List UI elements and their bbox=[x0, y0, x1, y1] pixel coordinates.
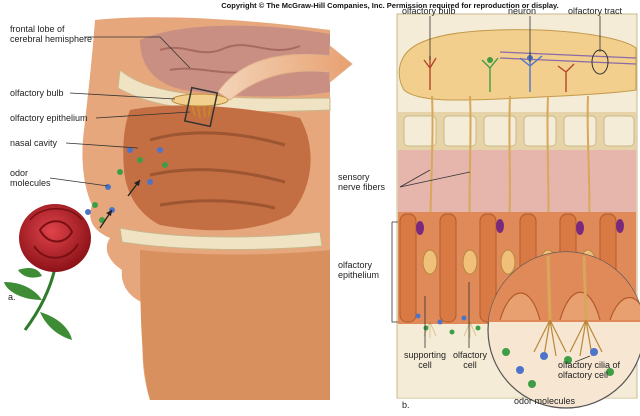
label-odor-molecules-b: odor molecules bbox=[514, 396, 576, 406]
purple-nuclei bbox=[416, 219, 624, 235]
rose bbox=[4, 204, 91, 340]
label-olfactory-bulb-a: olfactory bulb bbox=[10, 88, 64, 98]
zoom-arrow bbox=[217, 44, 353, 101]
odor-molecules-b-left bbox=[415, 313, 481, 335]
skull-bone bbox=[117, 69, 331, 113]
rose-bloom bbox=[19, 204, 91, 272]
panel-b-letter: b. bbox=[402, 400, 410, 410]
label-neuron: neuron bbox=[508, 6, 537, 16]
label-supporting-cell: supporting cell bbox=[403, 350, 447, 370]
label-olfactory-bulb-b: olfactory bulb bbox=[402, 6, 456, 16]
epithelium-detail bbox=[396, 13, 640, 409]
olfactory-cell-dendrite bbox=[546, 255, 588, 321]
olfactory-bulb-small bbox=[171, 93, 229, 107]
rose-leaf bbox=[4, 282, 42, 300]
label-olfactory-cell: olfactory cell bbox=[452, 350, 487, 370]
rose-stem bbox=[23, 267, 57, 331]
label-olfactory-epithelium-b: olfactory epithelium bbox=[338, 260, 380, 280]
label-sensory-nerve-fibers: sensory nerve fibers bbox=[338, 172, 386, 192]
copyright-notice: Copyright © The McGraw-Hill Companies, I… bbox=[221, 1, 559, 10]
epithelium-zoom-box bbox=[183, 86, 219, 128]
odor-molecules-a bbox=[85, 147, 168, 223]
mouth-tissue bbox=[140, 250, 330, 400]
olfactory-bulb-shape bbox=[398, 29, 637, 101]
panel-a-letter: a. bbox=[8, 292, 16, 302]
label-olfactory-epithelium-a: olfactory epithelium bbox=[10, 113, 88, 123]
odor-molecules-b-circle bbox=[502, 348, 614, 388]
cilia-magnified bbox=[533, 319, 603, 357]
label-frontal-lobe: frontal lobe of cerebral hemisphere bbox=[10, 24, 93, 44]
label-olfactory-tract: olfactory tract bbox=[568, 6, 623, 16]
bulb-neurons bbox=[423, 52, 575, 92]
label-odor-molecules-a: odor molecules bbox=[10, 168, 51, 188]
frontal-lobe-shape bbox=[140, 25, 330, 97]
palate-bone bbox=[119, 227, 323, 250]
nasal-cavity-shape bbox=[123, 105, 311, 231]
label-nasal-cavity: nasal cavity bbox=[10, 138, 58, 148]
head-cross-section bbox=[82, 17, 331, 401]
connective-tissue bbox=[398, 150, 636, 212]
leader-lines bbox=[49, 16, 601, 363]
label-olfactory-cilia: olfactory cilia of olfactory cell bbox=[558, 360, 621, 380]
